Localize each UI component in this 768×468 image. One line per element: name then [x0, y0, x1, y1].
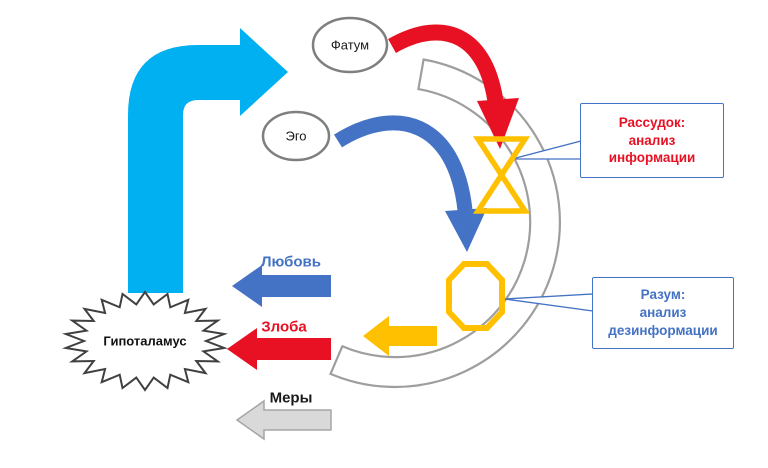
cycle-arc	[329, 58, 561, 389]
feedback-elbow-arrow	[128, 28, 288, 293]
hypothalamus-label: Гипоталамус	[103, 333, 187, 349]
ego-curved-arrowhead	[445, 208, 487, 252]
fatum-curved-arrowhead	[477, 98, 519, 149]
reason-callout: Рассудок: анализ информации	[580, 103, 724, 178]
mind-octagon	[446, 261, 505, 331]
ego-curved-arrow	[333, 115, 473, 211]
ego-node	[261, 110, 331, 162]
love-arrow	[232, 265, 331, 307]
measures-arrow	[235, 399, 332, 441]
reason-hourglass	[472, 136, 531, 214]
anger-arrow	[227, 328, 331, 370]
hypothalamus-burst	[62, 290, 228, 392]
disinfo-arrow	[363, 316, 437, 356]
measures-label: Меры	[269, 389, 313, 407]
mind-callout: Разум: анализ дезинформации	[592, 277, 734, 349]
fatum-node	[311, 16, 389, 74]
fatum-curved-arrow	[388, 24, 504, 107]
anger-label: Злоба	[261, 318, 307, 336]
ego-label: Эго	[285, 128, 307, 144]
fatum-label: Фатум	[330, 37, 370, 53]
love-label: Любовь	[260, 253, 322, 271]
